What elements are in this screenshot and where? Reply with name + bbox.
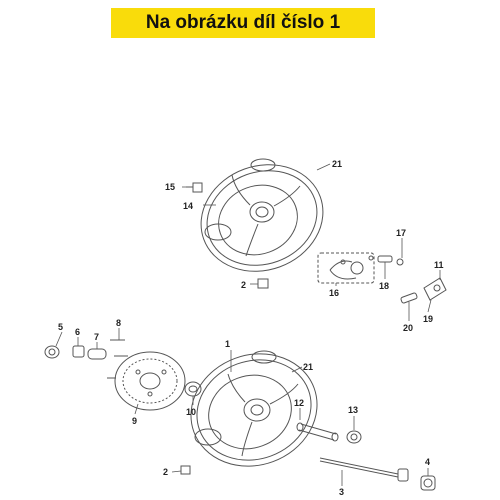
brake-arm — [400, 277, 447, 304]
bolt-2-lower — [180, 465, 191, 475]
callout-1: 1 — [225, 339, 230, 349]
callout-7: 7 — [94, 332, 99, 342]
rear-wheel-hub — [231, 174, 301, 257]
front-wheel-hub — [227, 373, 299, 457]
nut-6 — [72, 345, 85, 358]
brake-disc — [114, 351, 186, 411]
spacer-12 — [296, 422, 339, 442]
bearing-13 — [346, 430, 362, 444]
callout-3: 3 — [339, 487, 344, 497]
brake-shoe-set — [317, 252, 375, 284]
title-banner: Na obrázku díl číslo 1 — [111, 8, 375, 38]
callout-6: 6 — [75, 327, 80, 337]
callout-5: 5 — [58, 322, 63, 332]
callout-15: 15 — [165, 182, 175, 192]
callout-2-lower: 2 — [163, 467, 168, 477]
callout-21-upper: 21 — [332, 159, 342, 169]
callout-16: 16 — [329, 288, 339, 298]
callout-2-upper: 2 — [241, 280, 246, 290]
axle — [319, 457, 409, 482]
front-wheel-tread — [194, 350, 277, 446]
bolt-2-upper — [257, 278, 269, 289]
callout-4: 4 — [425, 457, 430, 467]
callout-8: 8 — [116, 318, 121, 328]
bolt-15 — [186, 182, 203, 193]
rear-wheel-tread — [204, 158, 276, 241]
front-wheel-tire — [190, 353, 318, 467]
callout-19: 19 — [423, 314, 433, 324]
callout-18: 18 — [379, 281, 389, 291]
axle-nut — [420, 475, 436, 491]
rear-wheel-tire — [200, 164, 324, 272]
callout-9: 9 — [132, 416, 137, 426]
callout-17: 17 — [396, 228, 406, 238]
sleeve-7 — [87, 348, 107, 360]
callout-20: 20 — [403, 323, 413, 333]
collar-5 — [44, 345, 60, 359]
title-text: Na obrázku díl číslo 1 — [145, 12, 341, 33]
bolts-8 — [107, 339, 128, 379]
callout-12: 12 — [294, 398, 304, 408]
callout-21-lower: 21 — [303, 362, 313, 372]
callout-11: 11 — [434, 260, 444, 270]
callout-14: 14 — [183, 201, 193, 211]
callout-10: 10 — [186, 407, 196, 417]
callout-13: 13 — [348, 405, 358, 415]
leader-lines — [55, 163, 441, 486]
